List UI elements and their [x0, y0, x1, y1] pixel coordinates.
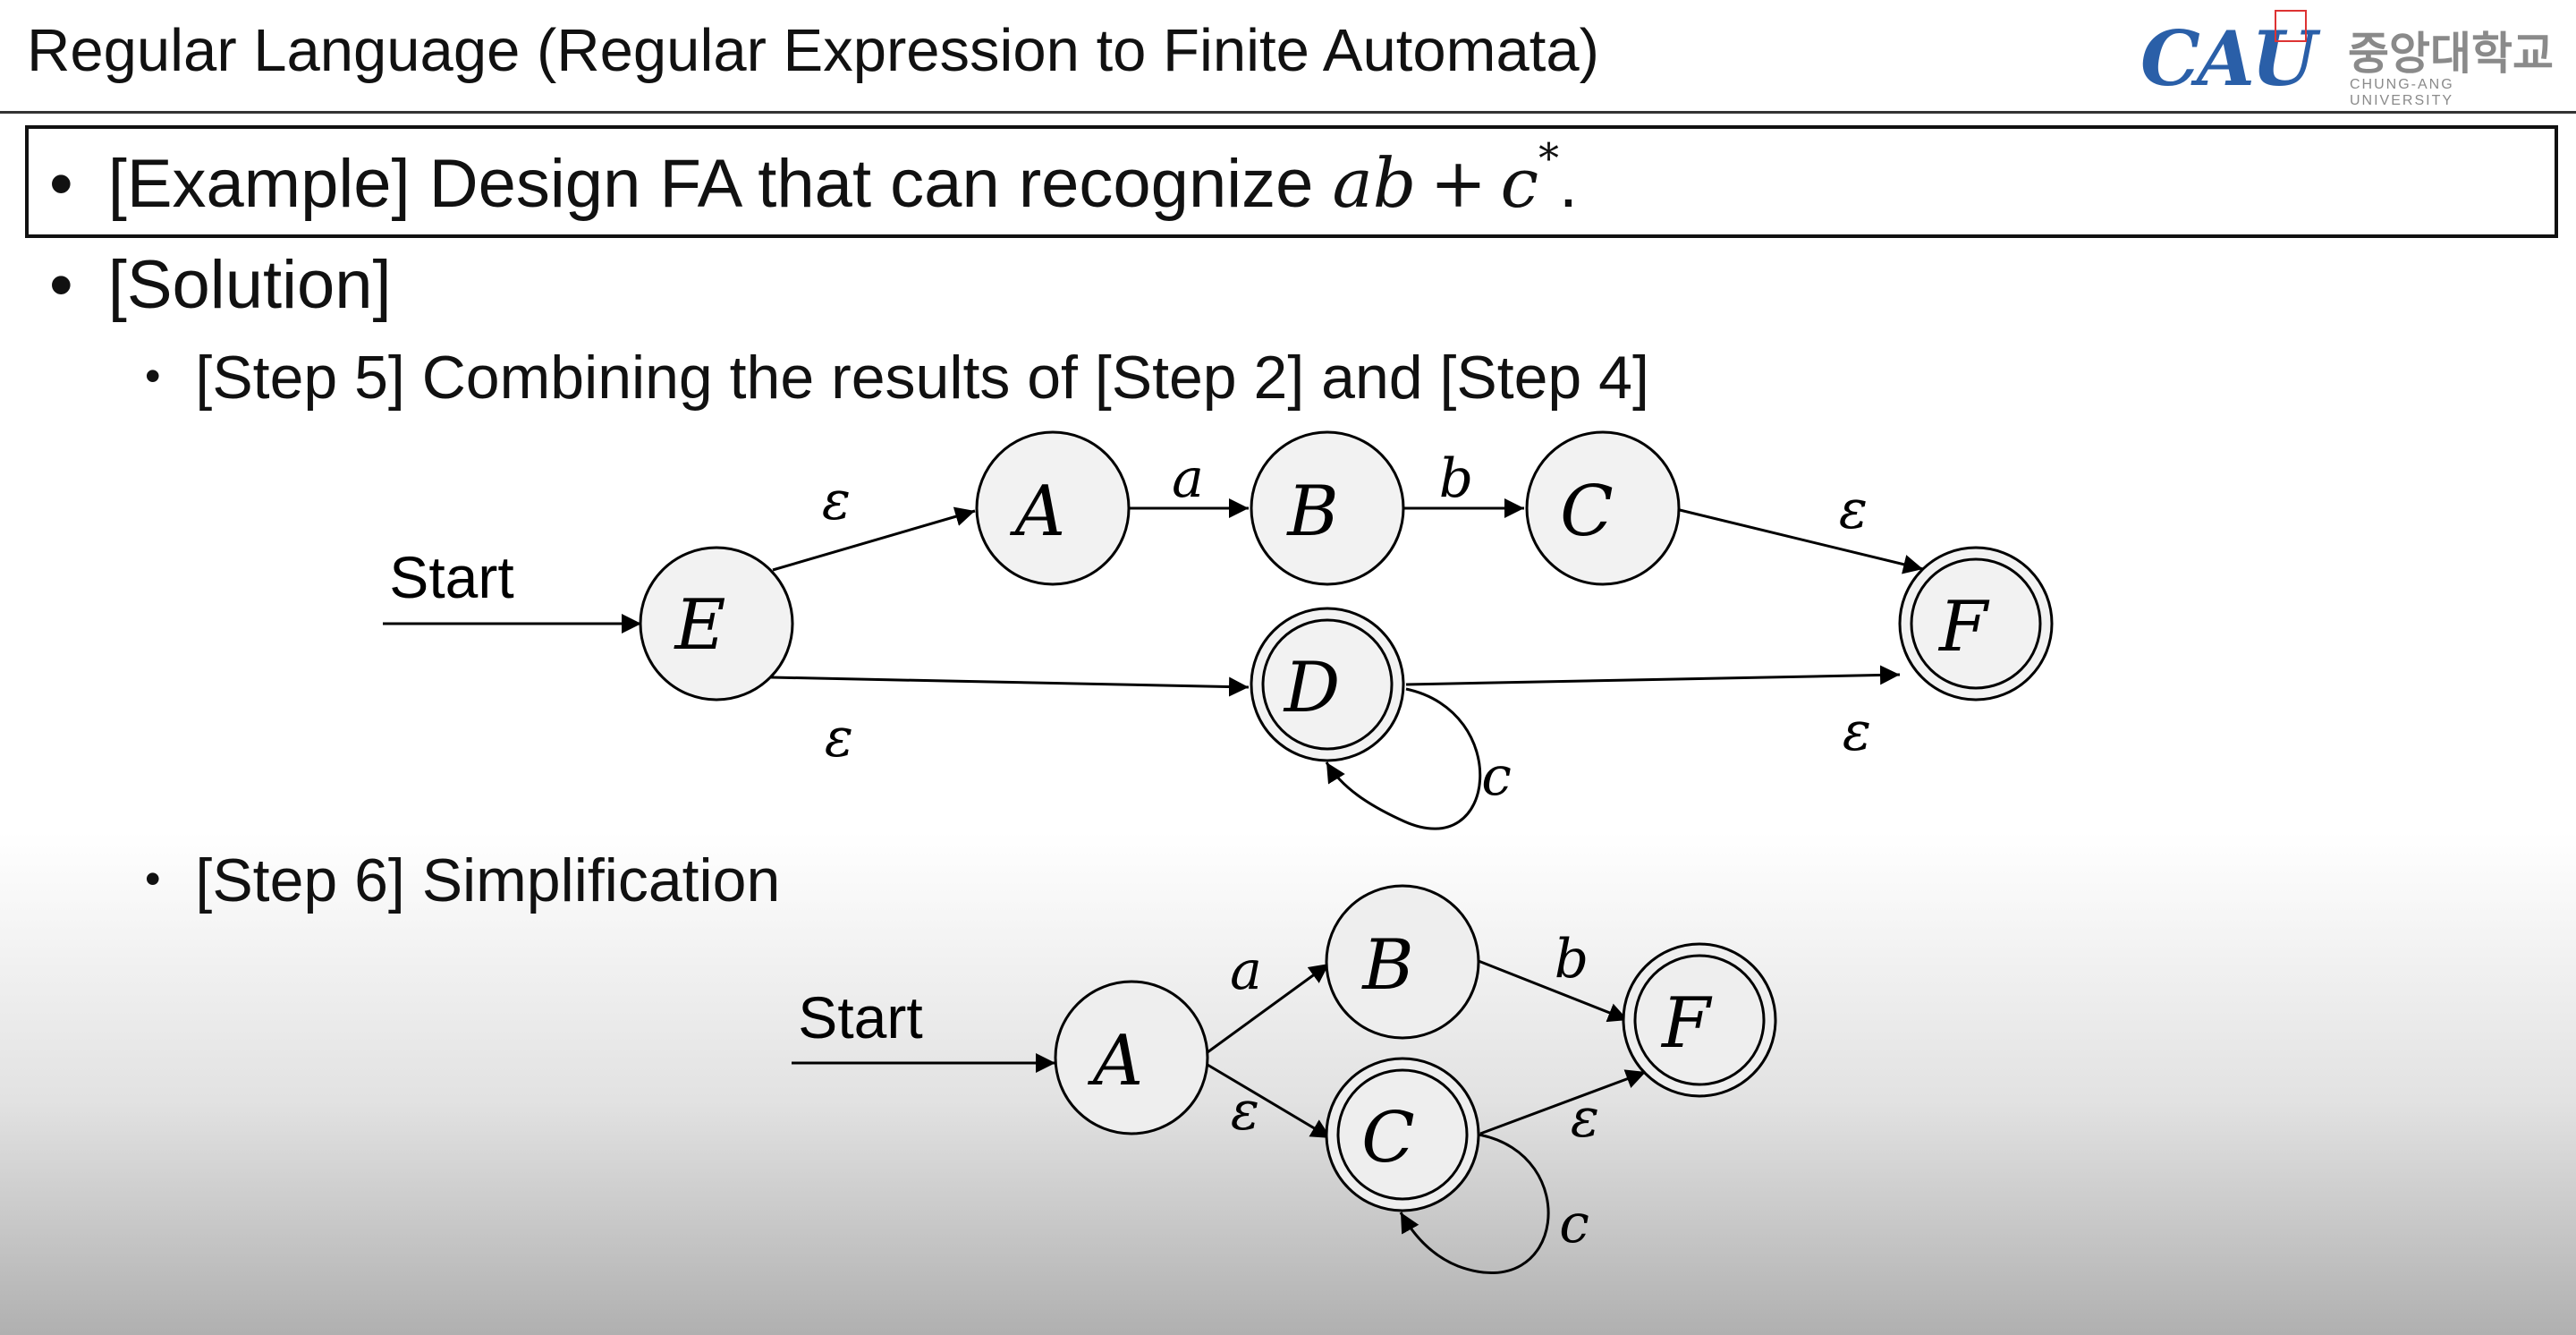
step5-states: [639, 430, 2054, 762]
math-plus: +: [1429, 142, 1487, 223]
logo-script: CAU: [2140, 14, 2317, 103]
step5-edge-D-F: [1405, 665, 1901, 686]
bullet-dot: •: [145, 351, 161, 401]
step5-state-A: [975, 430, 1131, 586]
logo-english-text: CHUNG-ANG UNIVERSITY: [2350, 77, 2454, 108]
step6-edge-label-A-C: ε: [1231, 1080, 1259, 1143]
math-c: c: [1500, 142, 1539, 223]
step5-edge-label-E-A: ε: [822, 470, 851, 532]
step6-loop-C: [1399, 1133, 1550, 1274]
step5-edge-label-D-D: c: [1481, 745, 1512, 808]
example-period: .: [1558, 145, 1579, 222]
step5-edge-label-D-F: ε: [1843, 701, 1871, 763]
example-text: [Example] Design FA that can recognize: [107, 145, 1333, 222]
step6-edge-label-B-F: b: [1555, 928, 1589, 991]
example-expression: ab+c*: [1332, 134, 1558, 223]
solution-text: [Solution]: [107, 247, 392, 323]
bullet-dot: •: [49, 247, 73, 323]
step6-label-C: C: [1361, 1098, 1415, 1178]
step6-label-A: A: [1088, 1021, 1143, 1101]
step5-label-D: D: [1283, 648, 1341, 728]
step6-text: [Step 6] Simplification: [195, 846, 781, 914]
step5-state-F-inner: [1910, 557, 2042, 690]
logo-korean-text: 중앙대학교: [2348, 29, 2554, 79]
step6-label-B: B: [1360, 925, 1413, 1006]
step6-edge-C-F: [1479, 1069, 1647, 1135]
step6-bullet: • [Step 6] Simplification: [145, 846, 780, 915]
step6-edge-label-C-C: c: [1559, 1193, 1589, 1255]
step6-edge-A-C: [1207, 1063, 1332, 1140]
step6-state-F-inner: [1633, 954, 1766, 1086]
step5-edge-C-F: [1679, 508, 1924, 574]
step6-state-C-inner: [1336, 1068, 1469, 1201]
university-logo: CAU 중앙대학교 CHUNG-ANG UNIVERSITY: [2133, 7, 2563, 108]
logo-mark-icon: [2275, 10, 2307, 42]
step5-text: [Step 5] Combining the results of [Step …: [195, 344, 1649, 412]
step6-edge-label-C-F: ε: [1571, 1087, 1599, 1150]
step5-edge-label-C-F: ε: [1839, 479, 1868, 541]
step5-bullet: • [Step 5] Combining the results of [Ste…: [145, 343, 1649, 412]
solution-bullet: • [Solution]: [49, 246, 392, 324]
step5-label-F: F: [1937, 587, 1990, 668]
step5-start-label: Start: [389, 544, 513, 610]
step5-edge-label-E-D: ε: [825, 707, 853, 770]
step5-edge-label-B-C: b: [1439, 447, 1473, 510]
step5-state-E: [639, 546, 794, 702]
step6-labels: Start A B C F a ε b ε c: [798, 925, 1713, 1255]
step6-state-A: [1054, 980, 1209, 1135]
step5-label-C: C: [1560, 472, 1614, 552]
step5-diagram: [383, 498, 1924, 830]
slide-header: Regular Language (Regular Expression to …: [0, 0, 2576, 114]
step6-edge-A-B: [1207, 962, 1330, 1054]
example-box: [25, 125, 2558, 238]
step6-edge-label-A-B: a: [1230, 940, 1262, 1002]
step5-edge-E-A: [772, 506, 976, 572]
step6-edge-B-F: [1478, 959, 1629, 1023]
math-star: *: [1538, 134, 1559, 182]
step5-label-A: A: [1010, 472, 1065, 552]
step5-label-B: B: [1285, 472, 1338, 552]
slide-title: Regular Language (Regular Expression to …: [27, 17, 1599, 84]
step5-state-D-inner: [1261, 618, 1394, 751]
step5-loop-D: [1325, 687, 1482, 830]
step6-diagram: [792, 959, 1647, 1274]
step5-state-B: [1250, 430, 1405, 586]
bullet-dot: •: [49, 145, 73, 222]
step5-labels: Start E A B C D F ε a b ε ε ε c: [389, 447, 1990, 808]
step6-state-B: [1325, 884, 1480, 1040]
bullet-dot: •: [145, 854, 161, 904]
math-b: b: [1372, 142, 1417, 223]
step5-state-C: [1525, 430, 1681, 586]
step6-label-F: F: [1660, 983, 1713, 1064]
step6-start-label: Start: [798, 984, 922, 1050]
step6-states: [1054, 884, 1777, 1212]
example-bullet: • [Example] Design FA that can recognize…: [49, 134, 1578, 223]
step5-edge-E-D: [770, 676, 1250, 697]
step5-edge-label-A-B: a: [1172, 447, 1204, 510]
step5-label-E: E: [674, 585, 726, 666]
math-a: a: [1332, 142, 1373, 223]
